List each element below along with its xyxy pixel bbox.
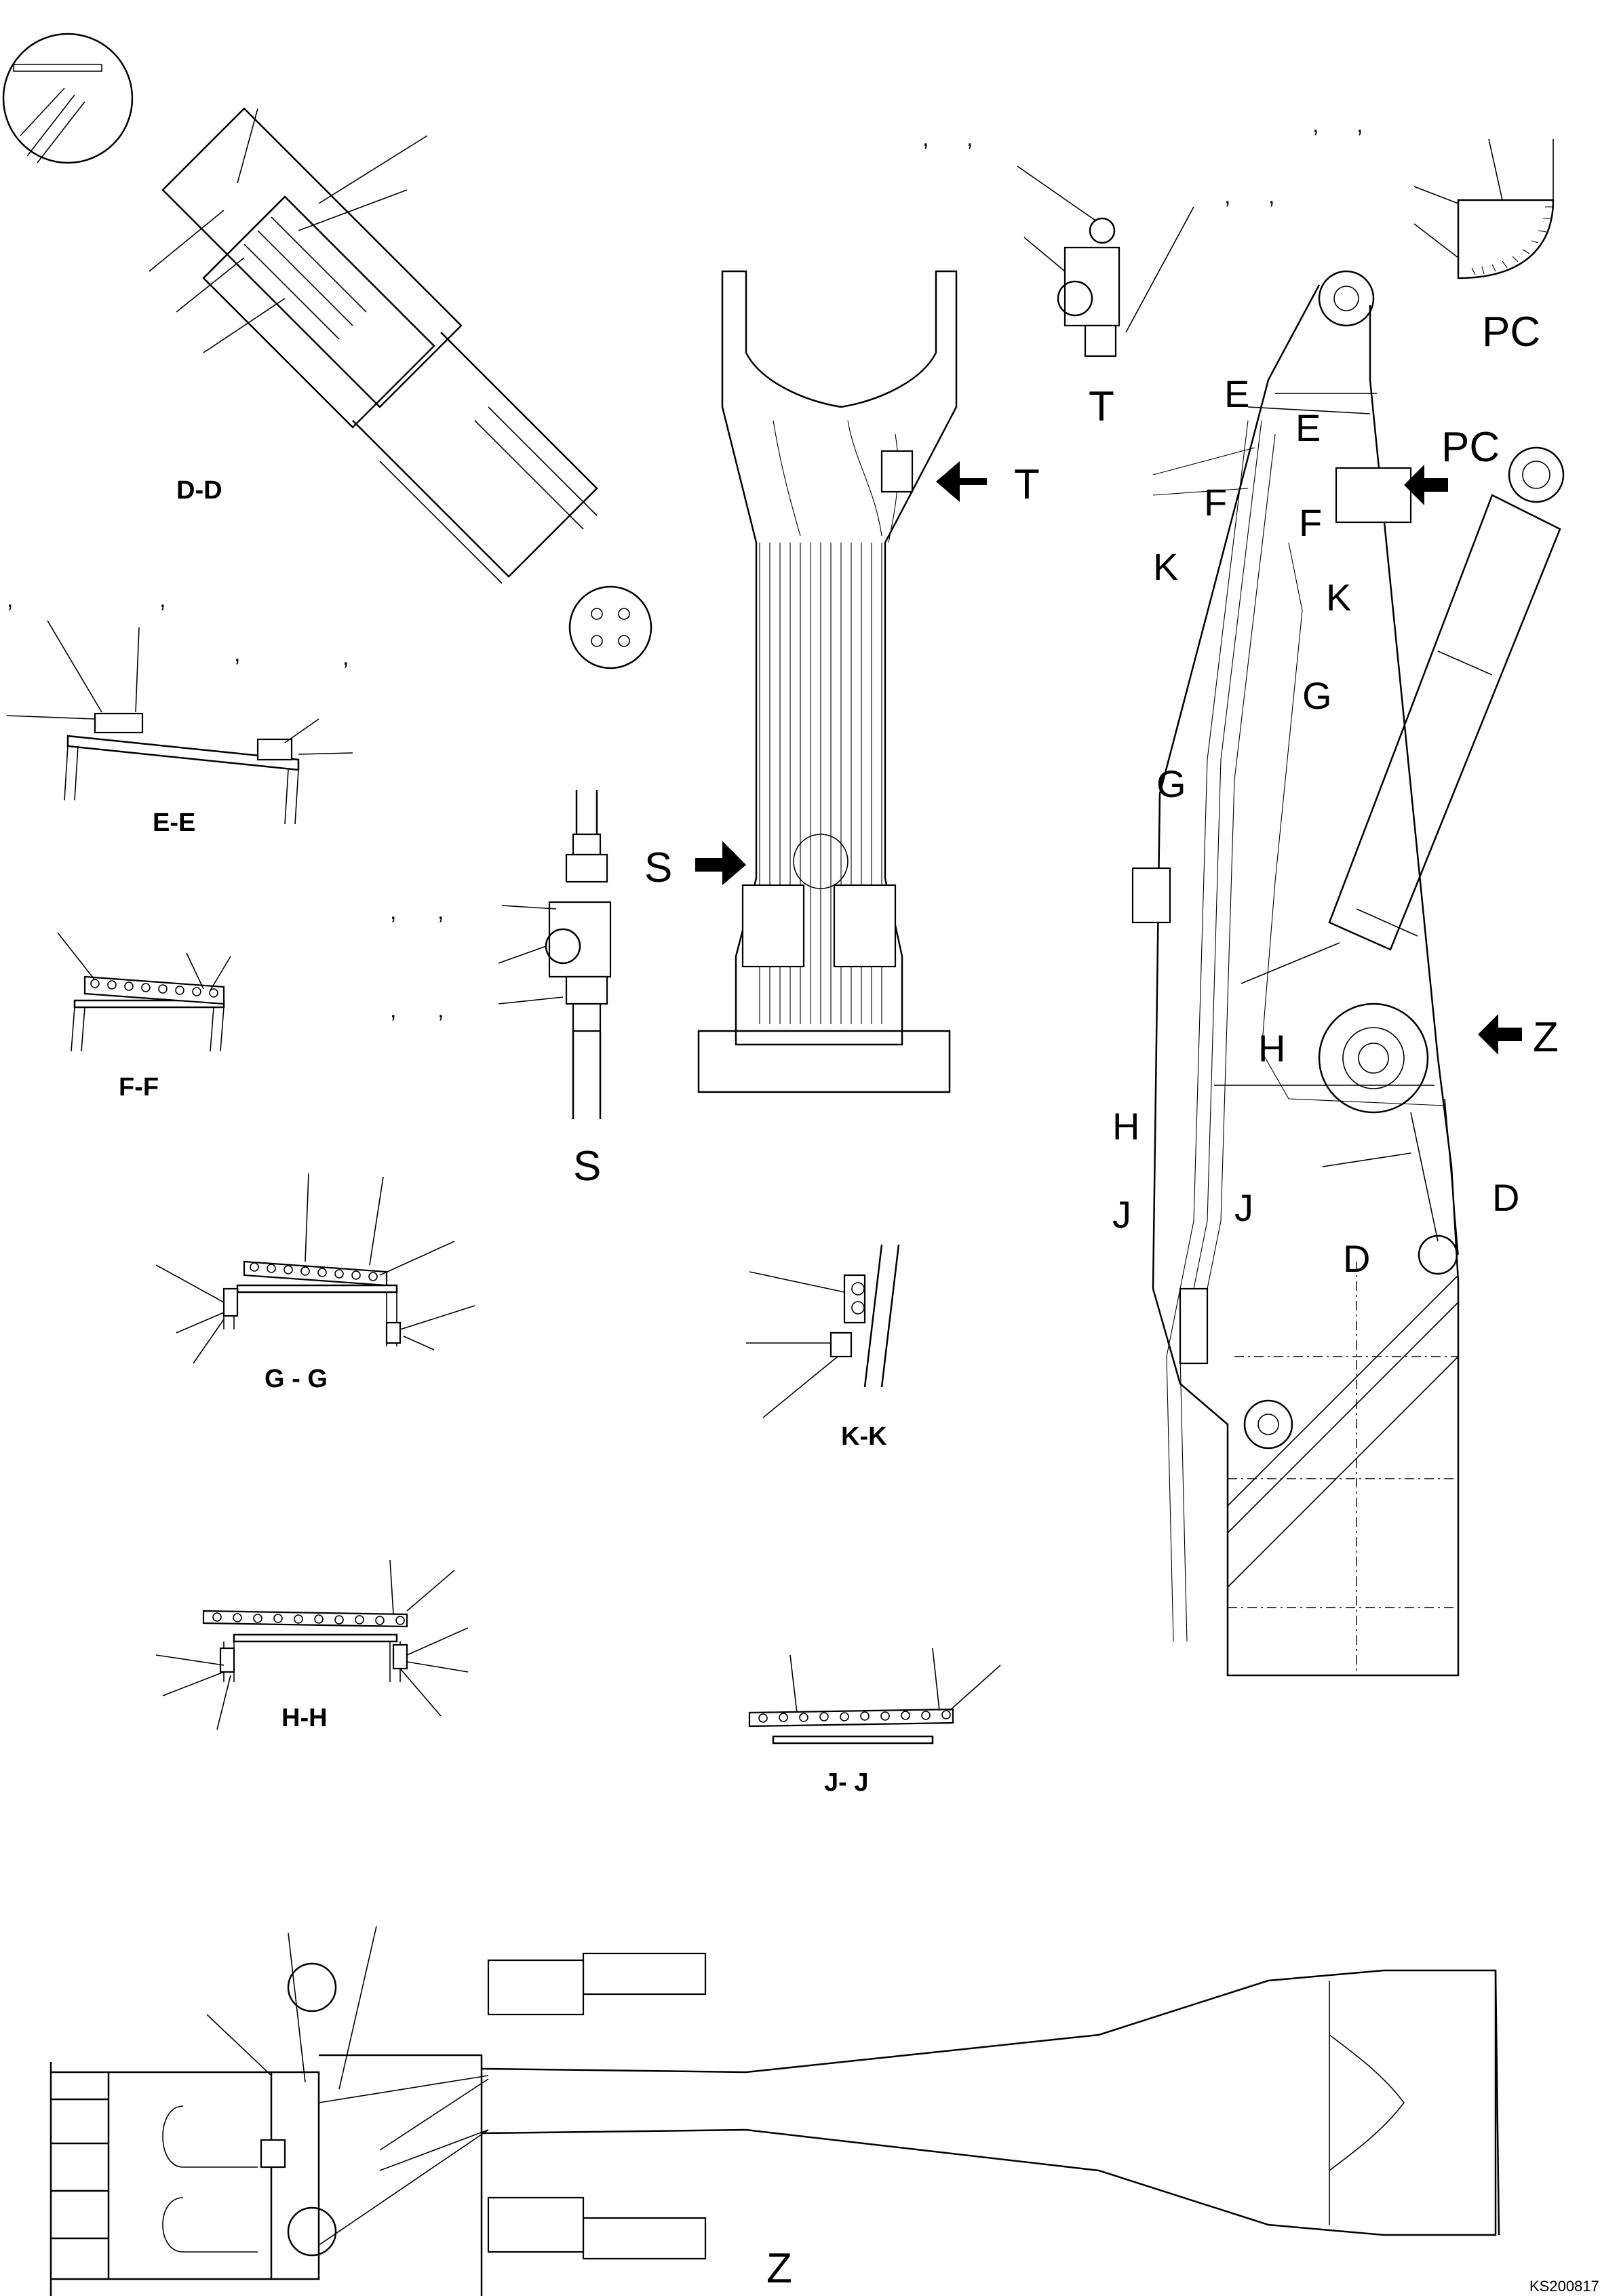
section-marker-g-1: G [1302,674,1332,717]
detail-gg: G - G [155,1173,475,1393]
boom-z-view: Z [50,1926,1500,2296]
detail-pc: , , PC [1312,112,1555,355]
boom-plan-view: T S [644,270,1040,1093]
arrow-label-s: S [644,844,672,891]
section-marker-f-1: F [1204,481,1227,524]
separator-t-2: , [967,125,973,151]
view-label-jj: J- J [824,1768,868,1797]
separator-ee-2: , [159,587,165,612]
detail-ff: F-F [57,932,231,1102]
view-label-s: S [573,1143,601,1190]
view-label-hh: H-H [281,1704,328,1732]
separator-ee-1: , [7,587,13,612]
separator-s-3: , [390,997,396,1023]
view-label-pc: PC [1482,309,1540,355]
separator-pc-1: , [1312,112,1319,138]
separator-t-1: , [922,125,929,151]
separator-t-3: , [1224,183,1230,209]
arm-cylinder [1328,446,1565,951]
separator-s-1: , [390,899,396,925]
arrow-label-z: Z [1533,1014,1559,1061]
detail-t: , , , , T [922,125,1274,430]
detail-dd: D-D [2,33,652,669]
section-marker-h-1: H [1258,1027,1285,1070]
separator-s-2: , [437,899,444,925]
separator-s-4: , [437,997,444,1023]
view-label-kk: K-K [841,1422,887,1451]
section-marker-e-1: E [1224,372,1249,415]
section-marker-j-2: J [1234,1186,1253,1229]
separator-t-4: , [1268,183,1274,209]
detail-hh: H-H [155,1559,469,1732]
view-label-ee: E-E [153,809,195,837]
view-label-ff: F-F [119,1073,159,1102]
arrow-label-pc: PC [1441,424,1500,471]
view-label-t: T [1089,383,1114,430]
detail-jj: J- J [748,1648,1001,1797]
section-marker-f-2: F [1299,501,1322,544]
arrow-label-t: T [1014,461,1040,508]
view-label-dd: D-D [176,476,222,505]
section-marker-e-2: E [1295,406,1321,449]
detail-kk: K-K [746,1244,900,1451]
section-marker-d-2: D [1343,1237,1370,1280]
section-marker-k-2: K [1326,576,1351,619]
view-label-z: Z [766,2245,792,2292]
detail-ee: , , , , E-E [6,587,353,837]
section-marker-j-1: J [1112,1193,1131,1236]
separator-ee-4: , [343,644,349,670]
separator-pc-2: , [1357,112,1363,138]
boom-side-view: PC Z E E F F K K G G H H J J D D [1112,270,1565,1677]
drawing-code: KS200817 [1529,2278,1599,2295]
section-marker-h-2: H [1112,1105,1139,1148]
section-marker-k-1: K [1153,545,1178,588]
view-label-gg: G - G [265,1365,328,1393]
detail-s: , , , , S [390,790,612,1190]
separator-ee-3: , [234,641,240,667]
section-marker-g-2: G [1156,762,1186,805]
section-marker-d-1: D [1492,1176,1519,1219]
